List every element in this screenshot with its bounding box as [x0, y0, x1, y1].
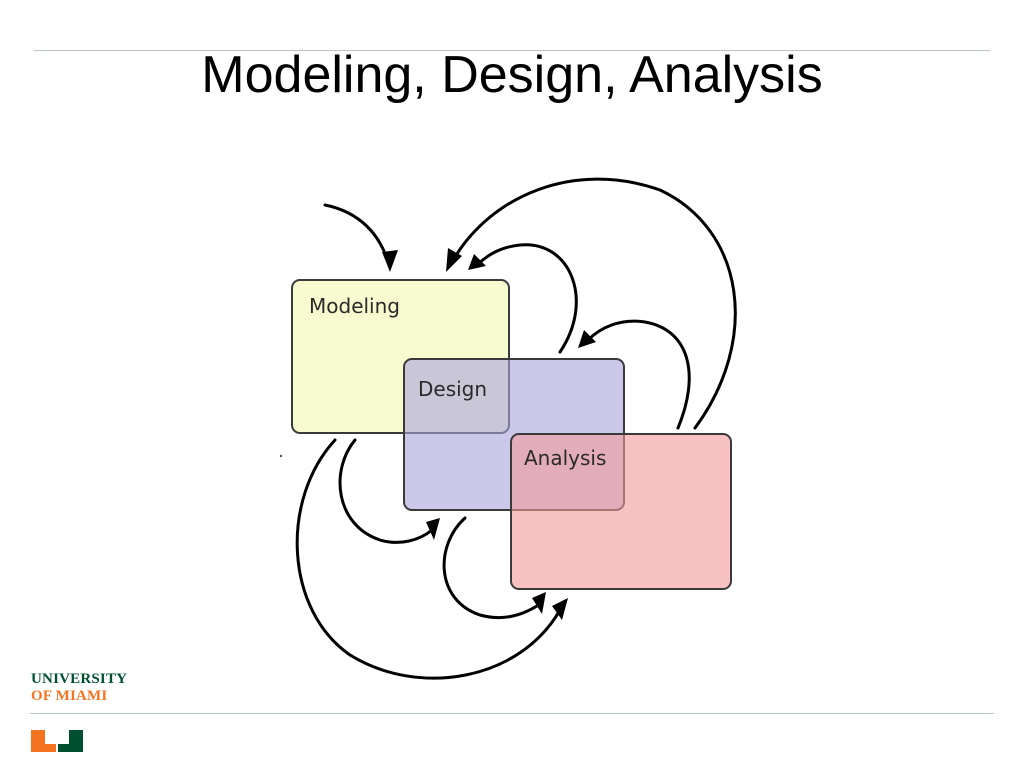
entry-arrowhead [382, 250, 398, 272]
analysis-to-modeling-arrowhead [446, 248, 462, 272]
modeling-to-design-loop [338, 438, 434, 544]
university-logo-text: UNIVERSITY OF MIAMI [31, 671, 127, 705]
slide-title: Modeling, Design, Analysis [201, 46, 823, 104]
entry-arrow [323, 203, 390, 264]
logo-line-university: UNIVERSITY [31, 671, 128, 687]
u-logo-icon [31, 730, 83, 752]
top-divider [34, 50, 990, 51]
modeling-to-analysis-arrowhead [552, 598, 568, 620]
modeling-to-design-arrowhead [426, 518, 440, 540]
analysis-to-modeling-loop [450, 177, 737, 430]
modeling-to-analysis-loop [295, 438, 562, 680]
analysis-to-design-loop [586, 319, 691, 430]
design-label: Design [418, 377, 487, 401]
bottom-divider [30, 713, 994, 714]
design-to-analysis-arrowhead [532, 592, 546, 614]
logo-line-of-miami: OF MIAMI [31, 688, 108, 704]
design-to-modeling-arrowhead [468, 254, 486, 270]
modeling-label: Modeling [309, 294, 400, 318]
analysis-to-design-arrowhead [578, 330, 596, 348]
design-to-modeling-loop [476, 243, 578, 354]
analysis-box: Analysis [510, 433, 732, 590]
analysis-label: Analysis [524, 446, 606, 470]
design-to-analysis-loop [442, 516, 542, 620]
stray-dot [279, 454, 283, 458]
